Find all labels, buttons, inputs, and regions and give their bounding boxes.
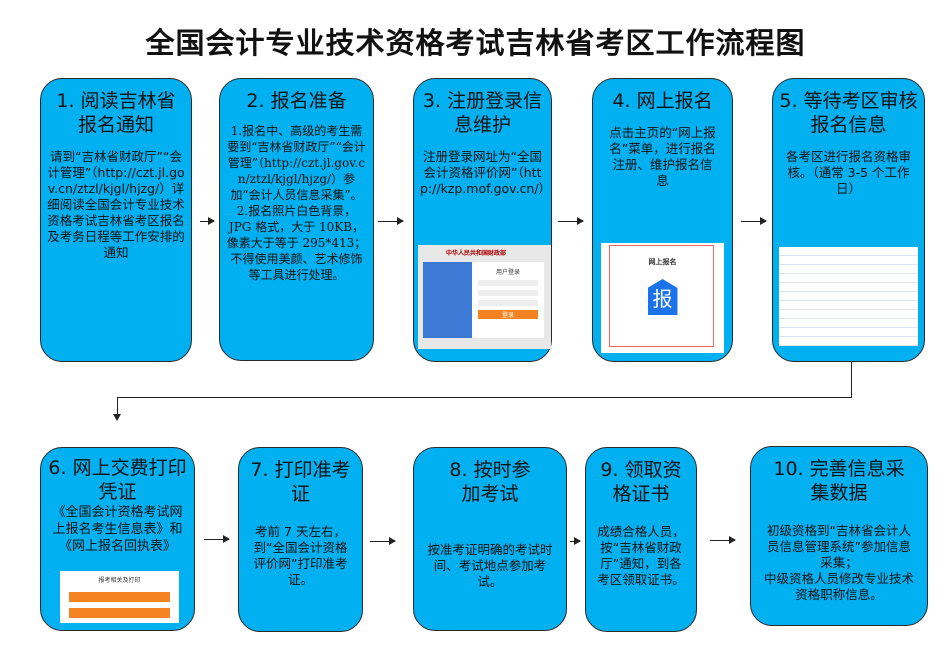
step-10-box: 10. 完善信息采集数据 初级资格到“吉林省会计人员信息管理系统”参加信息采集；… [750,446,928,626]
shot-login-button: 登录 [478,310,538,319]
step-8-title: 8. 按时参加考试 [449,459,531,505]
arrow-8-9 [570,537,581,545]
login-panel: 用户登录 登录 [472,262,544,338]
shot-header: 中华人民共和国财政部 [446,250,507,257]
step-8-body: 按准考证明确的考试时间、考试地点参加考试。 [427,542,553,589]
step-3-title: 3. 注册登录信息维护 [422,90,543,136]
step-9-body: 成绩合格人员，按“吉林省财政厅”通知，到各考区领取证书。 [597,524,685,587]
qr-panel [423,262,472,338]
arrow-1-2 [200,217,215,225]
step-10-title: 10. 完善信息采集数据 [773,458,905,504]
arrow-7-8 [370,537,396,545]
step-4-body: 点击主页的“网上报名”菜单，进行报名注册、维护报名信息 [609,125,716,188]
shot-login-label: 用户登录 [495,269,520,276]
connector-arrowhead [113,414,121,421]
signup-icon: 报 [647,279,678,315]
step-1-body: 请到“吉林省财政厅”“会计管理”（http://czt.jl.gov.cn/zt… [47,149,185,260]
step-3-box: 3. 注册登录信息维护 注册登录网址为“全国会计资格评价网”（http://kz… [413,78,552,362]
page-title: 全国会计专业技术资格考试吉林省考区工作流程图 [145,26,806,60]
review-form-screenshot [779,247,918,346]
step-7-body: 考前 7 天左右，到“全国会计资格评价网”打印准考证。 [253,524,348,587]
step-7-box: 7. 打印准考证 考前 7 天左右，到“全国会计资格评价网”打印准考证。 [238,447,363,632]
online-signup-screenshot: 网上报名 报 [601,243,724,353]
step-1-title: 1. 阅读吉林省报名通知 [56,90,176,136]
step-5-body: 各考区进行报名资格审核。（通常 3-5 个工作日） [785,149,911,196]
step-2-body-1: 1.报名中、高级的考生需要到“吉林省财政厅”“会计管理”（http://czt.… [227,124,366,202]
step-9-title: 9. 领取资格证书 [600,459,682,505]
print-button-1 [69,592,170,602]
arrow-9-10 [710,536,736,544]
step-9-box: 9. 领取资格证书 成绩合格人员，按“吉林省财政厅”通知，到各考区领取证书。 [585,447,697,632]
shot-header: 报考相关及打印 [98,577,141,584]
step-2-title: 2. 报名准备 [246,90,347,112]
step-6-box: 6. 网上交费打印凭证 《全国会计资格考试网上报名考生信息表》和《网上报名回执表… [40,447,195,631]
step-5-box: 5. 等待考区审核报名信息 各考区进行报名资格审核。（通常 3-5 个工作日） [772,78,925,362]
arrow-2-3 [378,217,404,225]
step-6-title: 6. 网上交费打印凭证 [48,457,187,503]
arrow-4-5 [741,217,767,225]
shot-header: 网上报名 [648,258,677,266]
step-10-body-1: 初级资格到“吉林省会计人员信息管理系统”参加信息采集； [767,523,911,570]
connector-drop [117,397,118,417]
step-10-body-2: 中级资格人员修改专业技术资格职称信息。 [763,571,914,602]
step-1-box: 1. 阅读吉林省报名通知 请到“吉林省财政厅”“会计管理”（http://czt… [40,78,192,362]
step-7-title: 7. 打印准考证 [250,459,351,505]
login-screenshot: 中华人民共和国财政部 用户登录 登录 [418,245,551,349]
step-4-box: 4. 网上报名 点击主页的“网上报名”菜单，进行报名注册、维护报名信息 网上报名… [592,78,733,362]
step-2-body-2: 2.报名照片白色背景，JPG 格式，大于 10KB，像素大于等于 295*413… [226,204,367,250]
step-5-title: 5. 等待考区审核报名信息 [779,90,918,136]
print-screenshot: 报考相关及打印 [60,571,179,623]
arrow-3-4 [558,217,584,225]
step-6-body: 《全国会计资格考试网上报名考生信息表》和《网上报名回执表》 [52,505,183,554]
step-4-title: 4. 网上报名 [612,90,713,112]
connector-down [851,362,852,397]
step-3-body: 注册登录网址为“全国会计资格评价网”（http://kzp.mof.gov.cn… [420,149,552,196]
print-button-2 [69,608,170,618]
connector-across [117,397,852,398]
step-8-box: 8. 按时参加考试 按准考证明确的考试时间、考试地点参加考试。 [413,447,567,631]
step-2-box: 2. 报名准备 1.报名中、高级的考生需要到“吉林省财政厅”“会计管理”（htt… [219,78,374,361]
step-2-body-3: 不得使用美颜、艺术修饰等工具进行处理。 [230,252,363,282]
arrow-6-7 [204,535,230,543]
